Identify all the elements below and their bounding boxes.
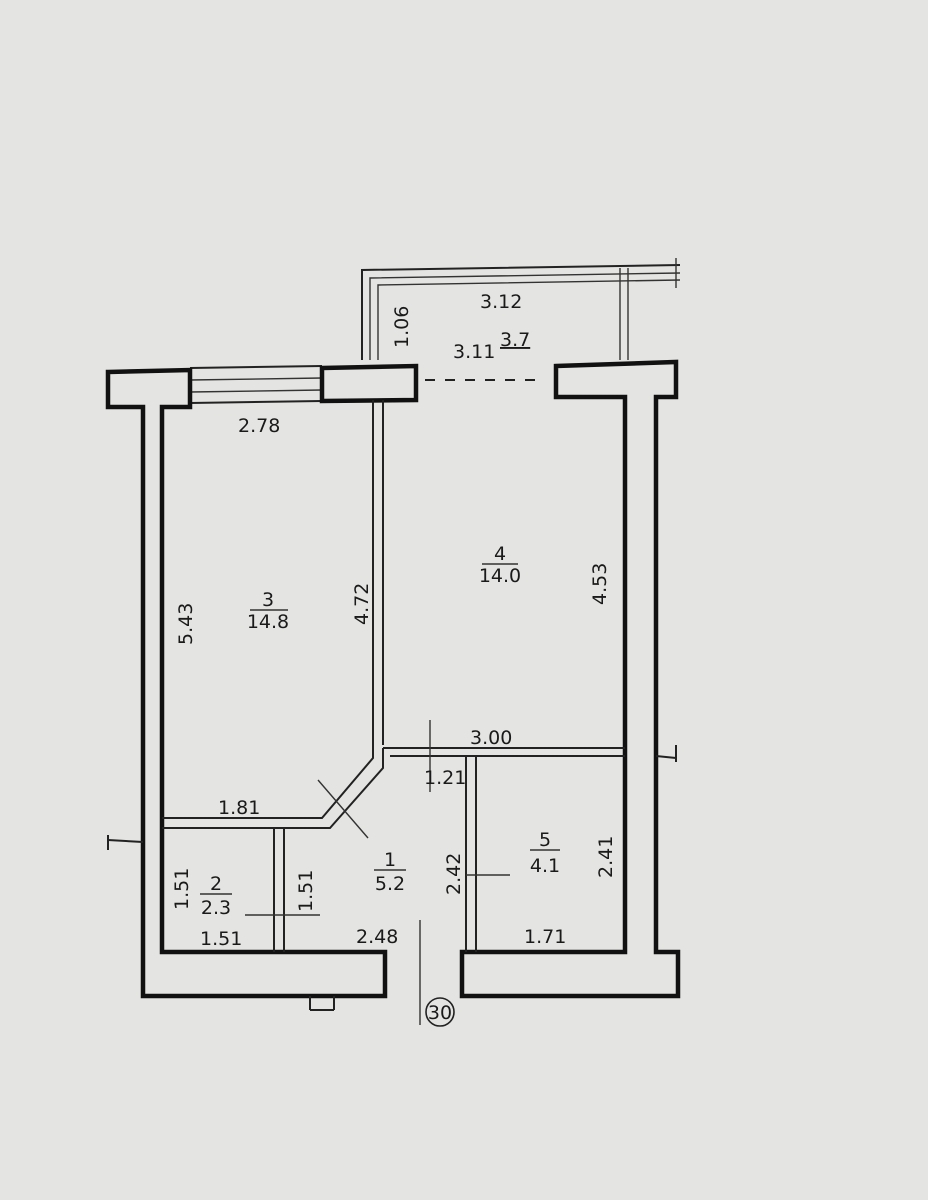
dim-room2-bottom: 1.51 [200,928,242,950]
balcony-area: 3.7 [500,329,530,351]
dim-room3-width: 2.78 [238,415,280,437]
balcony [361,258,681,381]
dim-room5-bottom: 1.71 [524,926,566,948]
room-number: 3 [262,589,274,611]
room-label-2: 2 2.3 [200,873,232,919]
room-area: 14.8 [247,611,289,633]
balcony-width: 3.12 [480,291,522,313]
apartment-number-circle [425,997,455,1027]
dim-room2-right: 1.51 [295,870,317,912]
dim-hall-height: 2.42 [443,853,465,895]
dim-room5-height: 2.41 [595,836,617,878]
room-area: 5.2 [375,873,405,895]
room-label-5: 5 4.1 [530,829,560,877]
room-number: 1 [384,849,396,871]
dim-hall-bottom: 2.48 [356,926,398,948]
dim-hall-depth: 1.21 [424,767,466,789]
dim-room3-partition: 4.72 [351,583,373,625]
dim-room4-length: 4.53 [589,563,611,605]
dim-room3-length: 5.43 [175,603,197,645]
room-area: 2.3 [201,897,231,919]
room-area: 14.0 [479,565,521,587]
balcony-length: 3.11 [453,341,495,363]
room-number: 2 [210,873,222,895]
dim-hall-width: 1.81 [218,797,260,819]
dim-room4-width: 3.00 [470,727,512,749]
room-label-3: 3 14.8 [247,589,289,633]
dim-room2-left: 1.51 [171,868,193,910]
window-room-3 [189,365,323,404]
room-number: 4 [494,543,506,565]
room-label-1: 1 5.2 [374,849,406,895]
walls [105,359,681,1011]
apartment-number: 30 [428,1002,452,1024]
balcony-depth: 1.06 [391,306,413,348]
partitions [162,400,625,1025]
room-number: 5 [539,829,551,851]
room-label-4: 4 14.0 [479,543,521,587]
room-area: 4.1 [530,855,560,877]
